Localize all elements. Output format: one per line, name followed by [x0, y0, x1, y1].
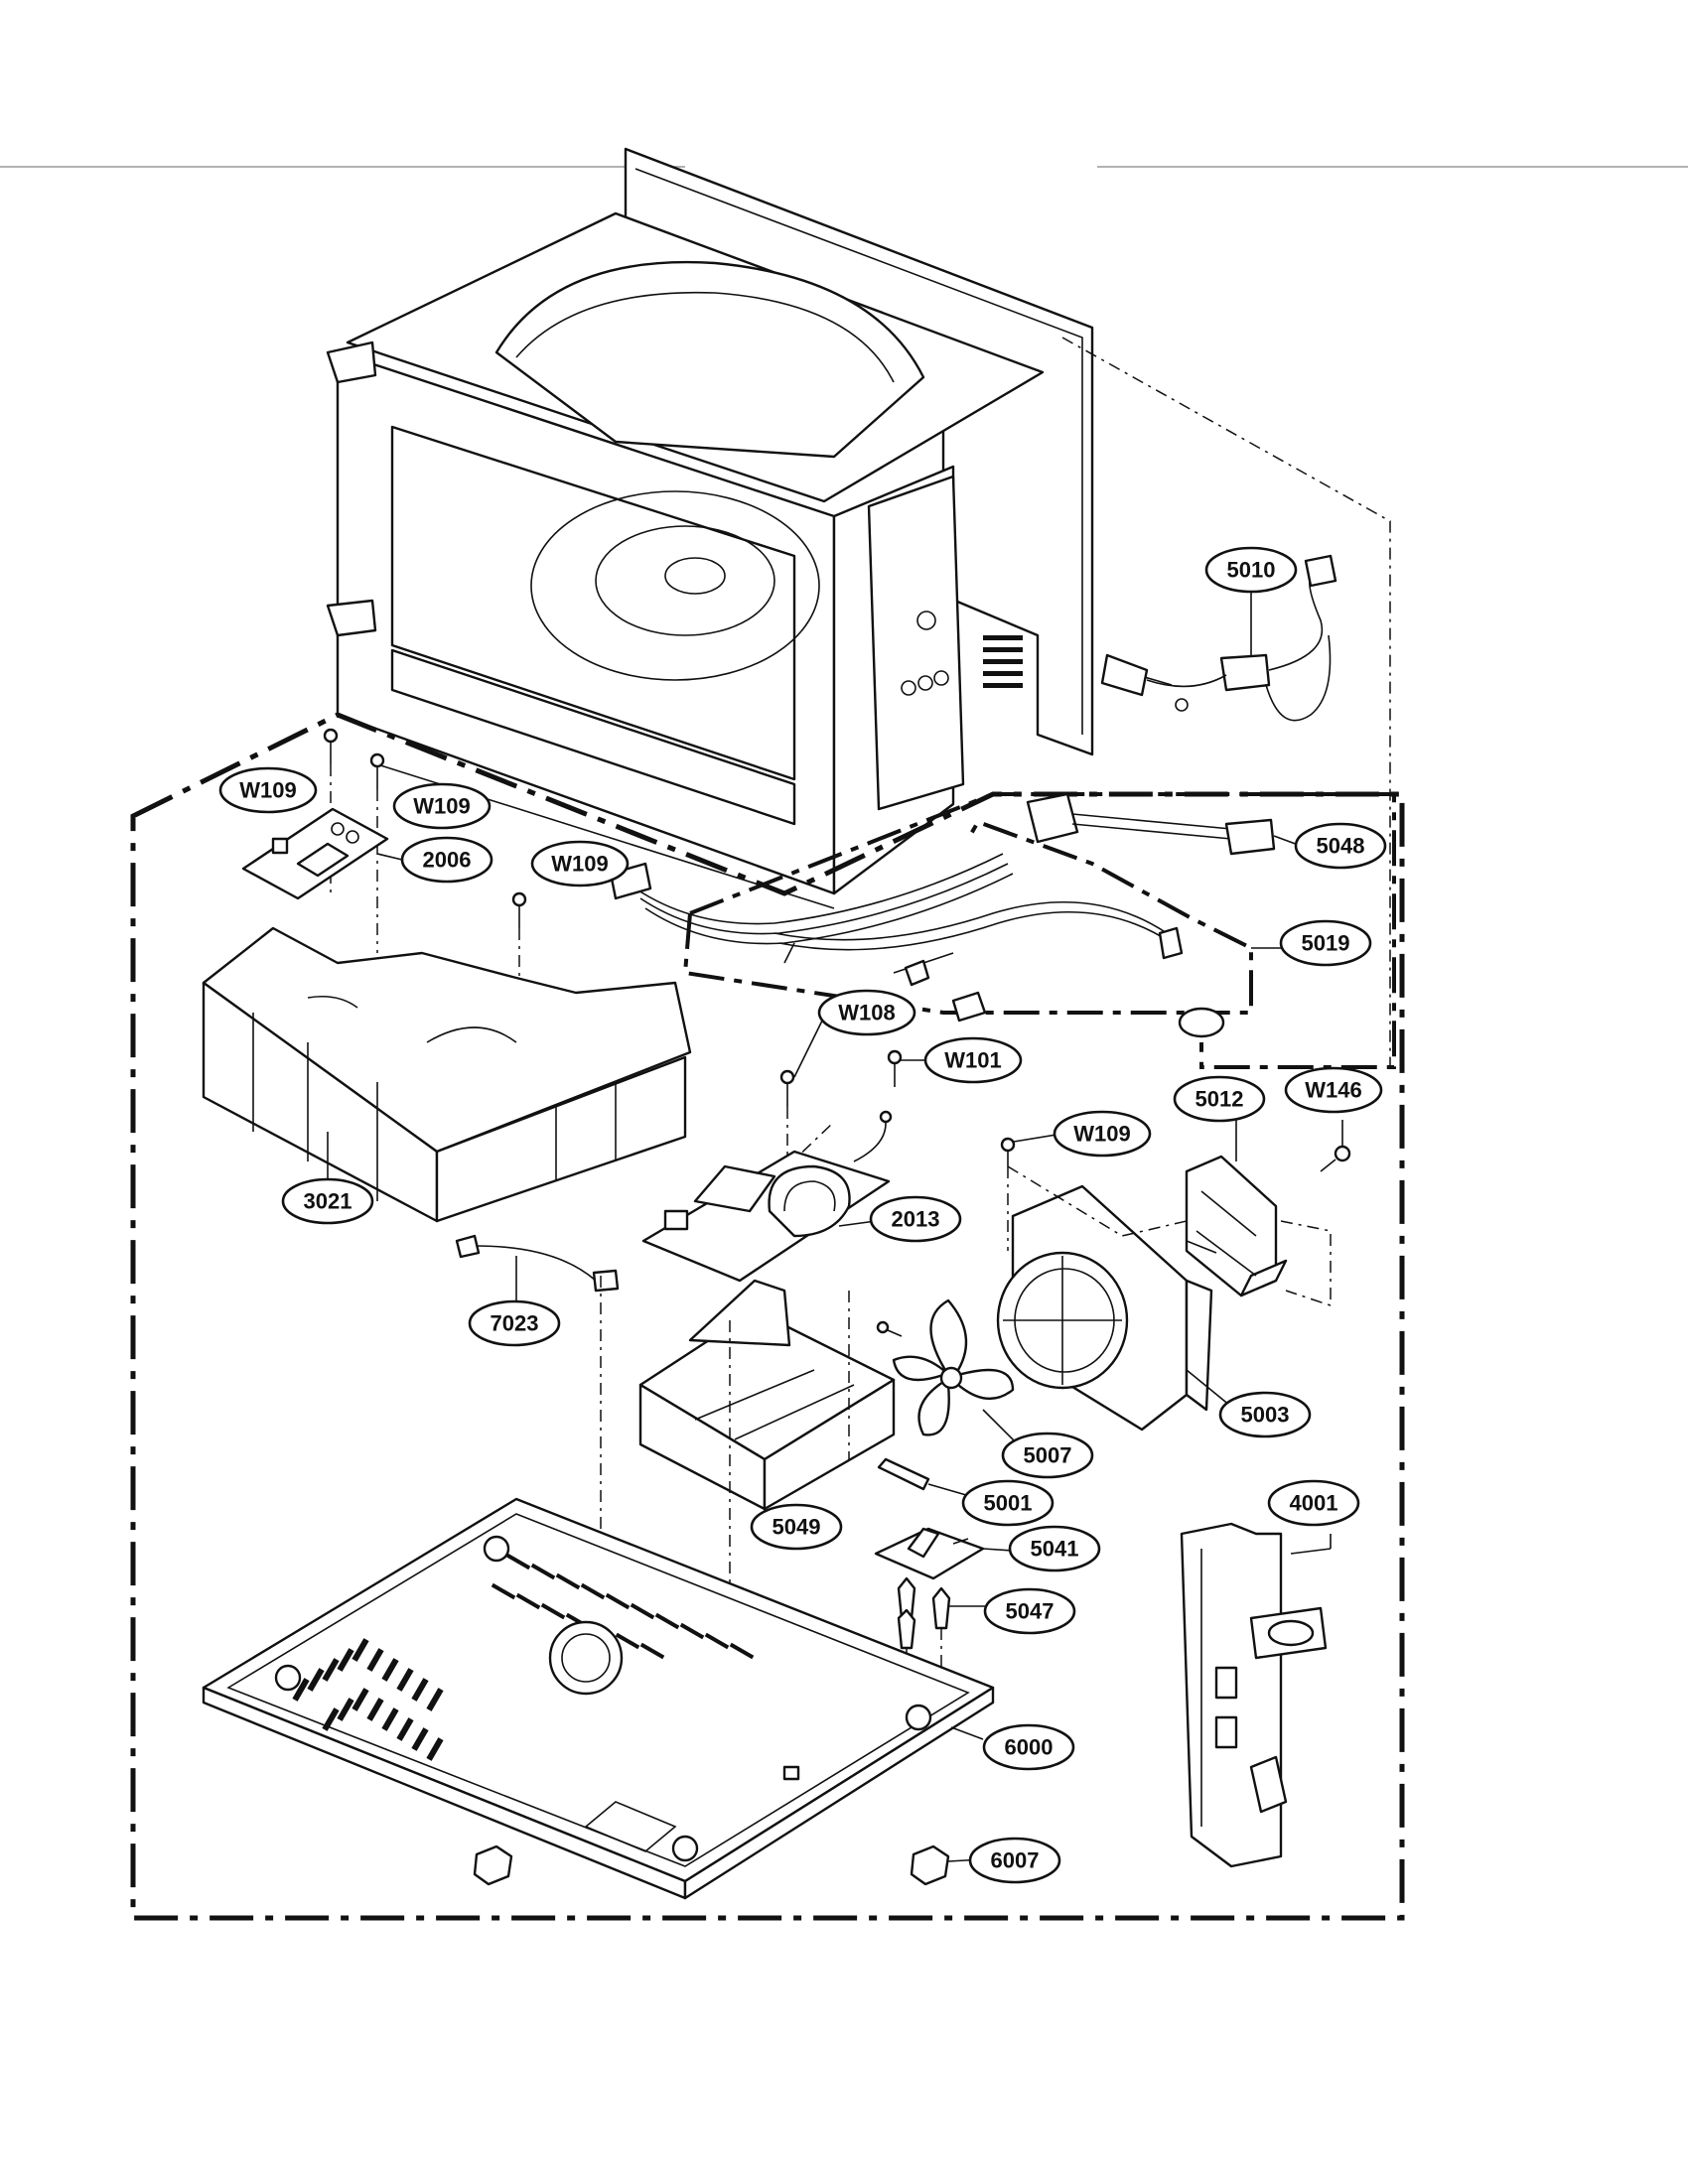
inverter-board	[641, 1110, 893, 1283]
wire-harness	[609, 792, 1276, 1038]
svg-text:5007: 5007	[1024, 1443, 1072, 1468]
fan-motor	[1185, 1155, 1288, 1297]
board-bracket	[638, 1279, 896, 1511]
screw-w108	[779, 1069, 795, 1107]
sensor-bracket	[874, 1527, 985, 1580]
svg-text:6000: 6000	[1005, 1735, 1054, 1760]
callout-W101: W101	[923, 1036, 1023, 1084]
svg-text:5010: 5010	[1227, 558, 1276, 583]
jumper-harness	[455, 1234, 620, 1293]
callout-5012: 5012	[1173, 1075, 1266, 1123]
svg-text:W146: W146	[1305, 1078, 1361, 1103]
callout-5003: 5003	[1218, 1391, 1312, 1438]
oven-cavity	[326, 147, 1094, 909]
screw-w109-a	[323, 728, 339, 764]
power-cord	[1100, 554, 1337, 722]
svg-text:5019: 5019	[1302, 931, 1350, 956]
svg-text:3021: 3021	[304, 1189, 352, 1214]
callout-5041: 5041	[1008, 1525, 1101, 1572]
control-pcb	[241, 807, 389, 900]
door-latch-assembly	[1180, 1522, 1332, 1868]
callout-2006: 2006	[400, 836, 493, 884]
screw-w109-b	[369, 752, 385, 789]
svg-text:W101: W101	[944, 1048, 1001, 1073]
svg-text:W109: W109	[1073, 1122, 1130, 1147]
callout-5048: 5048	[1294, 822, 1387, 870]
svg-text:6007: 6007	[991, 1848, 1040, 1873]
screw-w101	[887, 1049, 903, 1087]
svg-text:5003: 5003	[1241, 1403, 1290, 1428]
fan-shroud	[996, 1184, 1213, 1432]
air-guide-duct	[202, 926, 692, 1223]
callout-5047: 5047	[983, 1587, 1076, 1635]
svg-text:2006: 2006	[423, 848, 472, 873]
callout-5001: 5001	[961, 1479, 1055, 1527]
callout-6000: 6000	[982, 1723, 1075, 1771]
svg-text:5049: 5049	[773, 1515, 821, 1540]
callout-W109-c: W109	[530, 840, 630, 887]
callout-5019: 5019	[1279, 919, 1372, 967]
callout-7023: 7023	[468, 1299, 561, 1347]
spacer-rod	[877, 1457, 930, 1491]
foot-left	[473, 1844, 513, 1886]
callout-W109-b: W109	[392, 782, 492, 830]
callout-4001: 4001	[1267, 1479, 1360, 1527]
callout-5007: 5007	[1001, 1432, 1094, 1479]
svg-text:5048: 5048	[1317, 834, 1365, 859]
callout-W108: W108	[817, 989, 916, 1036]
callout-5049: 5049	[750, 1503, 843, 1551]
fan-screw	[876, 1320, 903, 1337]
fan-blade	[892, 1298, 1015, 1436]
callout-3021: 3021	[281, 1177, 374, 1225]
foot-right	[910, 1844, 950, 1886]
harness-boundary	[689, 792, 1396, 1069]
base-plate	[202, 1497, 995, 1900]
svg-text:7023: 7023	[491, 1311, 539, 1336]
callout-W146: W146	[1284, 1066, 1383, 1114]
svg-text:5001: 5001	[984, 1491, 1033, 1516]
screw-w109-c	[511, 891, 527, 928]
svg-text:5047: 5047	[1006, 1599, 1055, 1624]
svg-text:W109: W109	[551, 852, 608, 877]
rivet-pins	[897, 1576, 951, 1650]
callout-W109-d: W109	[1053, 1110, 1152, 1158]
svg-text:W109: W109	[413, 794, 470, 819]
screw-w109-d	[1000, 1137, 1016, 1166]
svg-text:4001: 4001	[1290, 1491, 1338, 1516]
svg-text:5012: 5012	[1196, 1087, 1244, 1112]
svg-text:2013: 2013	[892, 1207, 940, 1232]
screw-w146	[1320, 1145, 1351, 1172]
svg-text:W108: W108	[838, 1001, 895, 1025]
callout-W109-a: W109	[218, 766, 318, 814]
callout-2013: 2013	[869, 1195, 962, 1243]
callout-6007: 6007	[968, 1837, 1061, 1884]
svg-text:W109: W109	[239, 778, 296, 803]
svg-text:5041: 5041	[1031, 1537, 1079, 1562]
callout-5010: 5010	[1204, 546, 1298, 594]
